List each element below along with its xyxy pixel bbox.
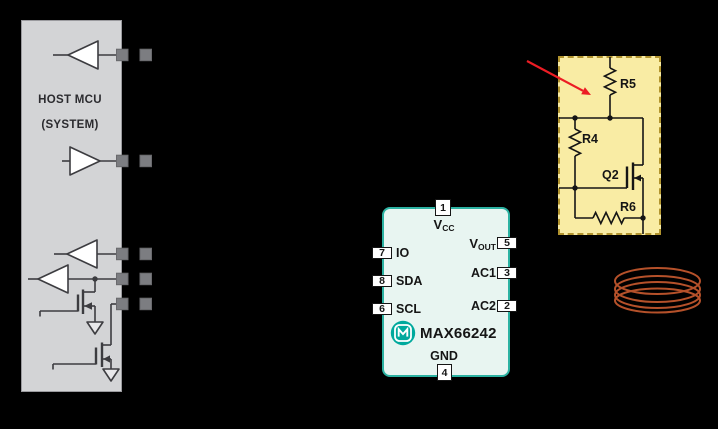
highlight-region bbox=[558, 56, 661, 235]
pin-pad bbox=[139, 247, 152, 261]
vout-sub: OUT bbox=[478, 242, 496, 252]
pin-2-number: 2 bbox=[504, 300, 510, 312]
pin-label-vout: VOUT bbox=[469, 236, 496, 252]
pin-1-number: 1 bbox=[440, 201, 446, 214]
pin-7-number: 7 bbox=[379, 247, 385, 259]
mcu-subtitle: (SYSTEM) bbox=[41, 119, 99, 131]
max66242-chip-body bbox=[382, 207, 510, 377]
pin-4-number: 4 bbox=[441, 366, 448, 379]
pin-pad bbox=[139, 48, 152, 62]
pin-label-vcc: VCC bbox=[424, 217, 464, 233]
pin-2-box: 2 bbox=[497, 300, 517, 312]
pin-8-number: 8 bbox=[379, 275, 385, 287]
pin-3-number: 3 bbox=[504, 267, 510, 279]
label-r6: R6 bbox=[620, 200, 636, 214]
pin-5-number: 5 bbox=[504, 237, 510, 249]
pin-pad bbox=[139, 154, 152, 168]
maxim-logo-icon bbox=[390, 320, 416, 346]
label-r5: R5 bbox=[620, 77, 636, 91]
vcc-main: V bbox=[433, 217, 443, 232]
vcc-sub: CC bbox=[442, 223, 455, 233]
label-q2: Q2 bbox=[602, 168, 619, 182]
pin-label-sda: SDA bbox=[396, 274, 423, 288]
pin-5-box: 5 bbox=[497, 237, 517, 249]
pin-label-io: IO bbox=[396, 246, 410, 260]
pin-label-gnd: GND bbox=[430, 349, 458, 363]
pin-pad bbox=[139, 272, 152, 286]
pin-6-number: 6 bbox=[379, 303, 385, 315]
pin-8-box: 8 bbox=[372, 275, 392, 287]
logo-m-glyph bbox=[397, 326, 409, 337]
pin-7-box: 7 bbox=[372, 247, 392, 259]
label-r4: R4 bbox=[582, 132, 598, 146]
vout-main: V bbox=[469, 236, 479, 251]
pin-6-box: 6 bbox=[372, 303, 392, 315]
pin-3-box: 3 bbox=[497, 267, 517, 279]
chip-part-number: MAX66242 bbox=[420, 325, 497, 342]
antenna-coil-icon bbox=[614, 267, 701, 314]
logo-rounded-square bbox=[394, 324, 412, 342]
pin-pad bbox=[139, 297, 152, 311]
mcu-title: HOST MCU bbox=[38, 94, 102, 106]
pin-label-scl: SCL bbox=[396, 302, 421, 316]
pin-label-ac2: AC2 bbox=[470, 299, 496, 313]
host-mcu-block: HOST MCU (SYSTEM) bbox=[21, 20, 122, 392]
pin-4-box: 4 bbox=[437, 364, 452, 381]
pin-1-box: 1 bbox=[435, 199, 451, 216]
pin-label-ac1: AC1 bbox=[470, 266, 496, 280]
